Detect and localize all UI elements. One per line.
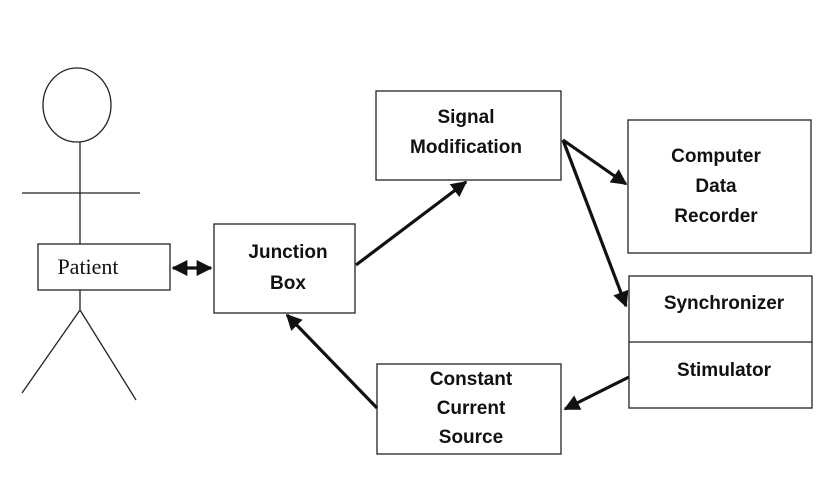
synchronizer-label: Synchronizer (664, 293, 785, 314)
constant-current-source-box: Constant Current Source (376, 363, 562, 455)
constant-current-source-rect (376, 363, 562, 455)
computer-data-recorder-label-line3: Recorder (674, 206, 758, 227)
constant-current-source-label-line2: Current (437, 398, 506, 419)
computer-data-recorder-box: Computer Data Recorder (627, 119, 812, 254)
computer-data-recorder-label-line1: Computer (671, 146, 761, 167)
patient-left-leg (21, 309, 81, 394)
signal-modification-label-line2: Modification (410, 137, 522, 158)
arrow-signal-modification-to-computer (562, 138, 628, 186)
patient-right-leg (79, 309, 137, 401)
constant-current-source-label-line3: Source (439, 427, 503, 448)
arrow-signal-modification-to-synchronizer (561, 139, 629, 308)
patient-label-box (37, 243, 171, 291)
patient-figure: Patient (21, 67, 171, 401)
arrow-junction-to-signal-modification (355, 180, 468, 267)
synchronizer-stimulator-box: Synchronizer Stimulator (628, 275, 813, 409)
signal-modification-label-line1: Signal (437, 107, 494, 128)
computer-data-recorder-rect (627, 119, 812, 254)
patient-head (42, 67, 112, 143)
arrow-stimulator-to-constant-current-source (563, 375, 630, 411)
junction-box-label-line2: Box (270, 273, 306, 294)
junction-box: Junction Box (213, 223, 356, 314)
junction-box-rect (213, 223, 356, 314)
signal-modification-box: Signal Modification (375, 90, 562, 181)
computer-data-recorder-label-line2: Data (695, 176, 737, 197)
patient-label: Patient (57, 254, 118, 279)
junction-box-label-line1: Junction (248, 242, 327, 263)
constant-current-source-label-line1: Constant (430, 369, 513, 390)
signal-modification-rect (375, 90, 562, 181)
arrow-constant-current-source-to-junction (285, 313, 379, 410)
stimulator-label: Stimulator (677, 360, 772, 381)
